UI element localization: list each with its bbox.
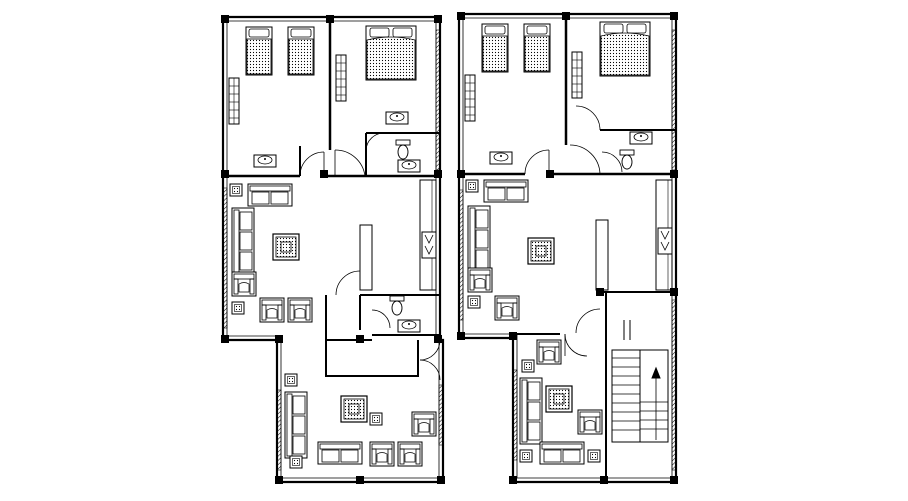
left-outer-wall (221, 15, 445, 484)
left-furniture (228, 25, 437, 469)
right-columns (457, 12, 678, 484)
stair-up-arrow-icon (651, 366, 661, 379)
left-floor-plan (221, 15, 445, 484)
right-furniture (464, 21, 673, 465)
left-columns (221, 15, 445, 484)
